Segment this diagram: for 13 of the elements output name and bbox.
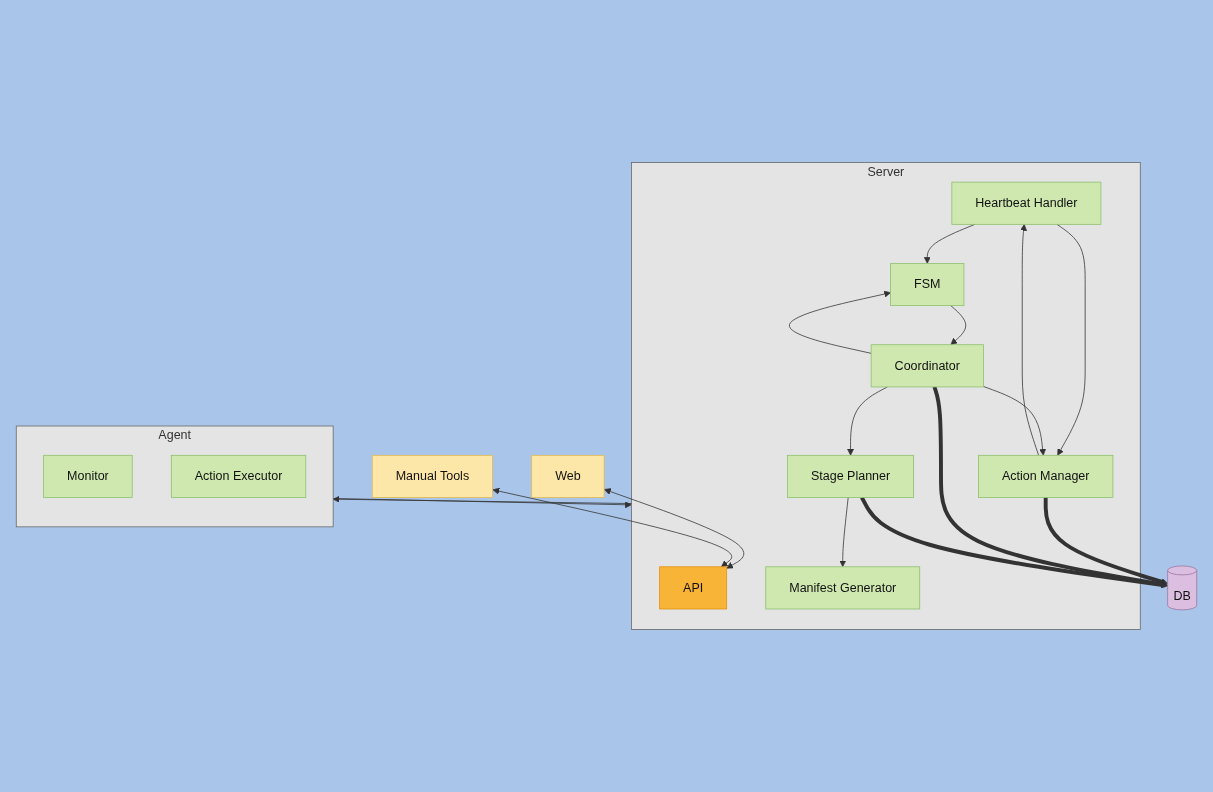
node-box: Stage Planner: [787, 454, 915, 498]
node-box: Monitor: [43, 454, 133, 498]
node-box: API: [659, 566, 728, 610]
node-box: Manifest Generator: [765, 566, 921, 610]
node-box: Web: [531, 454, 605, 498]
node-box: Coordinator: [870, 344, 984, 388]
node-box: Heartbeat Handler: [951, 181, 1102, 225]
node-box: FSM: [890, 263, 965, 306]
arrow: [860, 496, 1168, 589]
node-box: Manual Tools: [371, 454, 493, 498]
arrow: [1043, 497, 1168, 585]
node-box: Action Manager: [978, 454, 1114, 498]
node-box: Action Executor: [170, 454, 307, 498]
